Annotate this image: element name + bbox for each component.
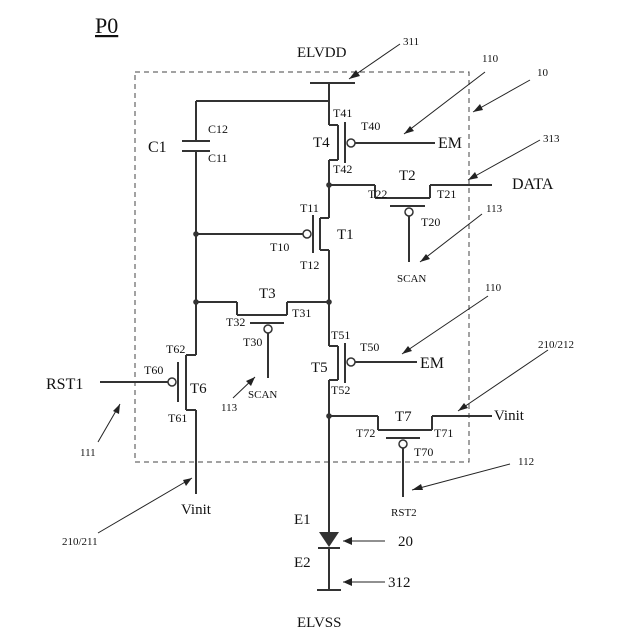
t1-gate-bubble (303, 230, 311, 238)
ref-312: 312 (388, 575, 411, 591)
ref-113-left: 113 (221, 402, 238, 414)
t22-label: T22 (368, 187, 387, 201)
ref-110-mid-arrowhead (402, 346, 412, 354)
t21-label: T21 (437, 187, 456, 201)
t40-label: T40 (361, 119, 380, 133)
t30-label: T30 (243, 335, 262, 349)
ref-112-arrowhead (412, 484, 423, 490)
ref-110-top-leader (404, 72, 485, 134)
ref-10: 10 (537, 67, 549, 79)
t52-label: T52 (331, 383, 350, 397)
t70-label: T70 (414, 445, 433, 459)
elvss-label: ELVSS (297, 615, 341, 631)
scan-t2-label: SCAN (397, 273, 426, 285)
ref-110-top: 110 (482, 53, 499, 65)
em-top-label: EM (438, 135, 462, 152)
ref-111-arrowhead (113, 404, 120, 414)
ref-112: 112 (518, 456, 534, 468)
t10-label: T10 (270, 240, 289, 254)
node-c1-t1 (193, 231, 199, 237)
ref-210-211: 210/211 (62, 536, 98, 548)
t5-gate-bubble (347, 358, 355, 366)
ref-210-211-arrowhead (183, 478, 192, 486)
vinit-right-label: Vinit (494, 408, 525, 424)
t5-name: T5 (311, 360, 328, 376)
t2-name: T2 (399, 168, 416, 184)
t4-gate-bubble (347, 139, 355, 147)
t51-label: T51 (331, 328, 350, 342)
t32-label: T32 (226, 315, 245, 329)
scan-t3-label: SCAN (248, 389, 277, 401)
ref-10-arrowhead (473, 104, 483, 112)
t3-gate-bubble (264, 325, 272, 333)
elvdd-label: ELVDD (297, 45, 347, 61)
ref-110-mid-leader (402, 296, 488, 354)
t4-name: T4 (313, 135, 330, 151)
em-mid-label: EM (420, 355, 444, 372)
figure-title: P0 (95, 13, 118, 38)
ref-311-arrowhead (349, 70, 360, 79)
ref-210-212-arrowhead (458, 403, 468, 411)
t12-label: T12 (300, 258, 319, 272)
t72-label: T72 (356, 426, 375, 440)
t61-label: T61 (168, 411, 187, 425)
ref-112-leader (412, 464, 510, 490)
ref-312-arrowhead (343, 578, 352, 586)
vinit-bottom-label: Vinit (181, 502, 212, 518)
ref-111: 111 (80, 447, 96, 459)
t20-label: T20 (421, 215, 440, 229)
rst2-label: RST2 (391, 507, 417, 519)
t2-gate-bubble (405, 208, 413, 216)
t1-name: T1 (337, 227, 354, 243)
c1-name: C1 (148, 139, 167, 156)
t41-label: T41 (333, 106, 352, 120)
t7-gate-bubble (399, 440, 407, 448)
t62-label: T62 (166, 342, 185, 356)
ref-20-arrowhead (343, 537, 352, 545)
t3-name: T3 (259, 286, 276, 302)
ref-210-212-leader (458, 350, 548, 411)
data-label: DATA (512, 176, 554, 193)
t6-gate-bubble (168, 378, 176, 386)
ref-311: 311 (403, 36, 419, 48)
t11-label: T11 (300, 201, 319, 215)
t71-label: T71 (434, 426, 453, 440)
t31-label: T31 (292, 306, 311, 320)
t60-label: T60 (144, 363, 163, 377)
rst1-label: RST1 (46, 376, 83, 393)
ref-210-212: 210/212 (538, 339, 574, 351)
ref-210-211-leader (98, 478, 192, 533)
ref-113-right: 113 (486, 203, 503, 215)
e1-label: E1 (294, 512, 311, 528)
t6-name: T6 (190, 381, 207, 397)
ref-110-mid: 110 (485, 282, 502, 294)
ref-313: 313 (543, 133, 560, 145)
t7-name: T7 (395, 409, 412, 425)
oled-diode (319, 532, 339, 547)
t50-label: T50 (360, 340, 379, 354)
c12-label: C12 (208, 122, 228, 136)
t42-label: T42 (333, 162, 352, 176)
e2-label: E2 (294, 555, 311, 571)
ref-313-leader (468, 140, 540, 180)
c11-label: C11 (208, 151, 228, 165)
ref-20: 20 (398, 534, 413, 550)
